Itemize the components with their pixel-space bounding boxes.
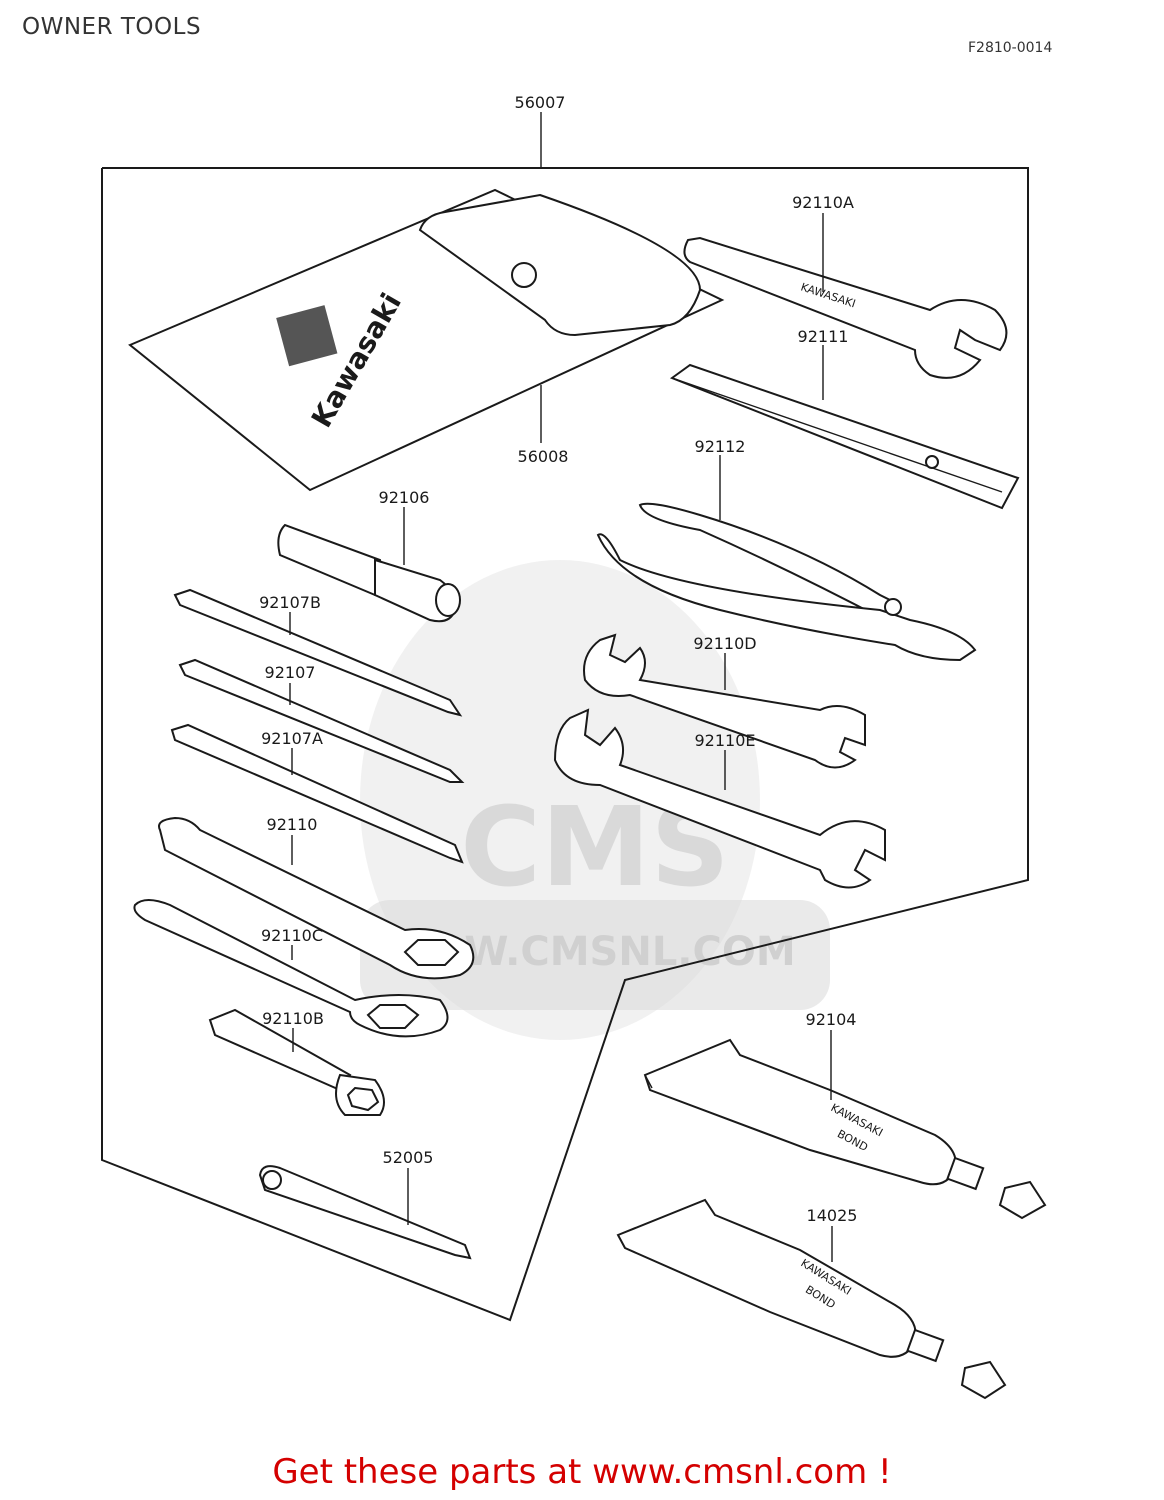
wrench-92110A: KAWASAKI (683, 236, 1008, 379)
part-label-14025: 14025 (807, 1206, 858, 1225)
part-label-92107A: 92107A (261, 729, 323, 748)
part-label-92110: 92110 (267, 815, 318, 834)
wrench-92110E (553, 708, 886, 889)
part-label-92110A: 92110A (792, 193, 854, 212)
screwdriver-92107A (170, 723, 464, 864)
part-label-92107B: 92107B (259, 593, 321, 612)
diagram-code: F2810-0014 (968, 40, 1053, 56)
watermark-url: W.CMSNL.COM (464, 929, 795, 975)
tube-92104: KAWASAKI BOND (643, 1038, 1047, 1220)
socket-wrench-92110B (208, 1008, 385, 1116)
part-labels: 56007 92110A 92111 56008 92112 92106 921… (259, 93, 857, 1225)
screwdriver-handle-92106 (277, 523, 461, 623)
footer-link-text[interactable]: Get these parts at www.cmsnl.com ! (272, 1452, 892, 1492)
part-label-92110E: 92110E (694, 731, 755, 750)
tool-pouch: Kawasaki (128, 188, 725, 492)
wrench-92110D (583, 633, 866, 769)
part-label-92106: 92106 (379, 488, 430, 507)
leader-lines (289, 213, 833, 1262)
pliers-92112 (596, 502, 977, 662)
bar-92111 (669, 363, 1020, 510)
part-label-56008: 56008 (518, 447, 569, 466)
part-label-92111: 92111 (798, 327, 849, 346)
page-title: OWNER TOOLS (22, 14, 202, 40)
part-label-56007: 56007 (515, 93, 566, 112)
screwdriver-92107B (173, 588, 463, 717)
spanner-92110C (133, 899, 449, 1038)
tool-52005 (258, 1165, 472, 1260)
box-wrench-92110 (158, 816, 475, 980)
part-label-92107: 92107 (265, 663, 316, 682)
part-label-52005: 52005 (383, 1148, 434, 1167)
part-label-92110C: 92110C (261, 926, 323, 945)
part-label-92110D: 92110D (693, 634, 756, 653)
part-label-92112: 92112 (695, 437, 746, 456)
kit-outline (101, 167, 1029, 1322)
screwdriver-92107 (178, 658, 465, 783)
tube-14025: KAWASAKI BOND (616, 1198, 1007, 1400)
part-label-92104: 92104 (806, 1010, 857, 1029)
part-label-92110B: 92110B (262, 1009, 324, 1028)
